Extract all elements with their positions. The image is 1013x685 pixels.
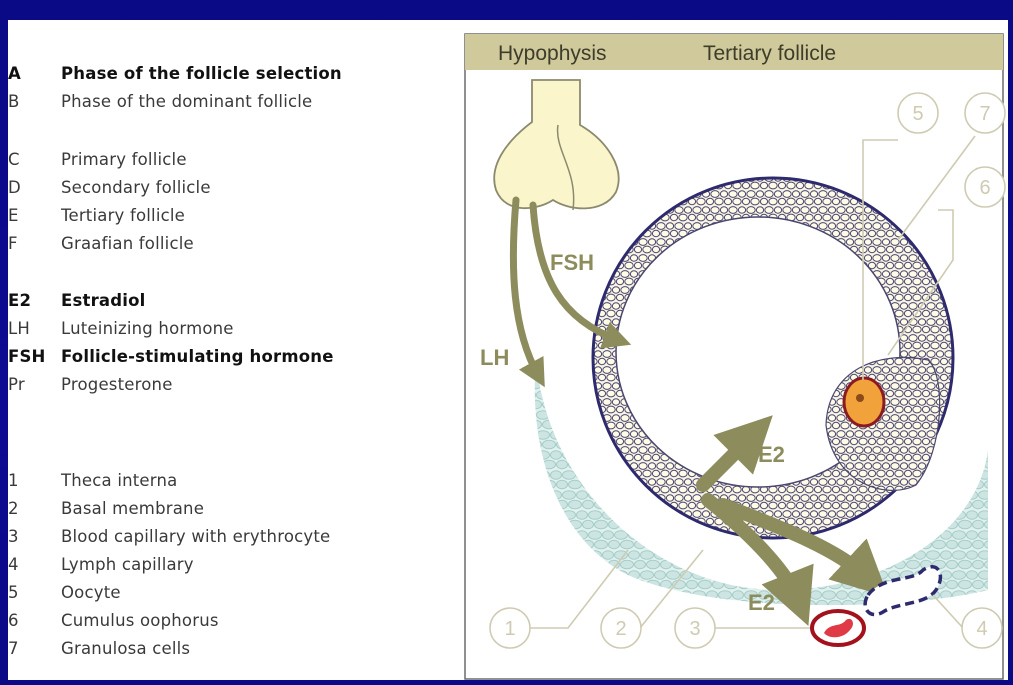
legend-desc: Tertiary follicle	[61, 205, 185, 227]
legend-desc: Basal membrane	[61, 498, 204, 520]
legend-desc: Phase of the dominant follicle	[61, 91, 312, 113]
legend-desc: Phase of the follicle selection	[61, 63, 342, 85]
callout-1: 1	[504, 618, 515, 640]
legend-code: F	[8, 233, 60, 255]
follicle-diagram: Hypophysis Tertiary follicle FSH LH E2 E…	[458, 30, 1008, 685]
legend-desc: Lymph capillary	[61, 554, 194, 576]
legend-code: 7	[8, 638, 60, 660]
legend-code: E	[8, 205, 60, 227]
legend-code: E2	[8, 290, 60, 312]
callout-6: 6	[979, 177, 990, 199]
legend-desc: Follicle-stimulating hormone	[61, 346, 334, 368]
legend-code: 1	[8, 470, 60, 492]
callout-3: 3	[689, 618, 700, 640]
legend-code: D	[8, 177, 60, 199]
legend-code: 3	[8, 526, 60, 548]
legend-code: 6	[8, 610, 60, 632]
legend-code: 4	[8, 554, 60, 576]
legend-desc: Oocyte	[61, 582, 121, 604]
callout-2: 2	[615, 618, 626, 640]
legend-code: FSH	[8, 346, 60, 368]
legend-desc: Progesterone	[61, 374, 173, 396]
legend-code: Pr	[8, 374, 60, 396]
callout-4: 4	[976, 618, 987, 640]
legend-desc: Primary follicle	[61, 149, 187, 171]
legend-desc: Granulosa cells	[61, 638, 190, 660]
e2-label-lower: E2	[748, 590, 775, 615]
fsh-label: FSH	[550, 250, 594, 275]
oocyte-nucleus	[856, 394, 864, 402]
legend-desc: Cumulus oophorus	[61, 610, 219, 632]
legend-code: LH	[8, 318, 60, 340]
oocyte	[844, 378, 884, 426]
legend-desc: Estradiol	[61, 290, 146, 312]
legend-code: A	[8, 63, 60, 85]
legend-code: B	[8, 91, 60, 113]
callout-5: 5	[912, 103, 923, 125]
header-hypophysis: Hypophysis	[498, 42, 607, 65]
header-tertiary-follicle: Tertiary follicle	[703, 42, 836, 65]
tertiary-follicle	[593, 178, 953, 538]
blood-capillary	[812, 611, 864, 645]
e2-label-upper: E2	[758, 442, 785, 467]
legend-desc: Luteinizing hormone	[61, 318, 234, 340]
legend-code: 5	[8, 582, 60, 604]
legend-code: 2	[8, 498, 60, 520]
callout-7: 7	[979, 103, 990, 125]
legend-desc: Blood capillary with erythrocyte	[61, 526, 330, 548]
legend-desc: Secondary follicle	[61, 177, 211, 199]
legend-desc: Theca interna	[61, 470, 177, 492]
legend-desc: Graafian follicle	[61, 233, 194, 255]
lh-label: LH	[480, 345, 509, 370]
legend-code: C	[8, 149, 60, 171]
